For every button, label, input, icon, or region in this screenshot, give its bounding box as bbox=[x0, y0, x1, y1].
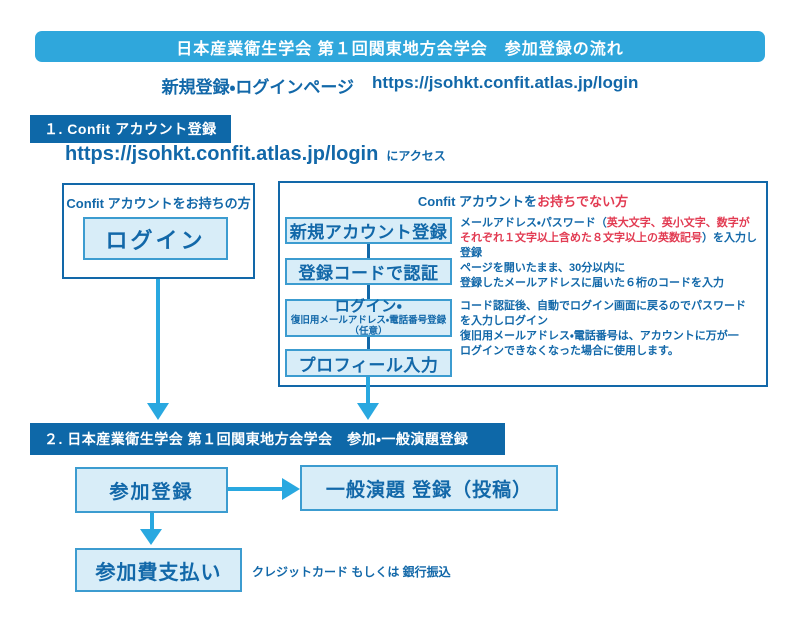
abstract-submission-label: 一般演題 登録（投稿） bbox=[325, 479, 533, 501]
step-code-verify-label: 登録コードで認証 bbox=[298, 264, 439, 283]
note-password-post: ）を入力し登録 bbox=[460, 232, 757, 259]
login-node-label: ログイン bbox=[105, 227, 206, 253]
abstract-submission-node: 一般演題 登録（投稿） bbox=[300, 465, 558, 511]
step-login-recovery-node: ログイン・ 復旧用メールアドレス・電話番号登録（任意） bbox=[285, 299, 452, 337]
step-login-label: ログイン・ bbox=[334, 298, 403, 315]
left-down-arrow-stem bbox=[156, 279, 160, 403]
payment-label: 参加費支払い bbox=[95, 561, 222, 584]
step-new-account-label: 新規アカウント登録 bbox=[289, 223, 448, 242]
step-connector bbox=[367, 244, 370, 258]
no-account-title: Confit アカウントをお持ちでない方 bbox=[280, 191, 766, 210]
page-title: 日本産業衛生学会 第１回関東地方会学会 参加登録の流れ bbox=[176, 40, 624, 58]
step-profile-label: プロフィール入力 bbox=[298, 355, 439, 375]
no-account-title-highlight: お持ちでない方 bbox=[537, 194, 629, 209]
login-node: ログイン bbox=[83, 217, 228, 260]
step-recovery-sublabel: 復旧用メールアドレス・電話番号登録（任意） bbox=[290, 315, 447, 337]
note-password-pre: メールアドレス・パスワード（ bbox=[460, 217, 607, 229]
section1-header-label: １. Confit アカウント登録 bbox=[44, 121, 217, 137]
note-password-red: 英大文字、英小文字、数字が それぞれ１文字以上含めた８文字以上の英数記号 bbox=[460, 217, 750, 244]
section2-header-label: ２. 日本産業衛生学会 第１回関東地方会学会 参加・一般演題登録 bbox=[44, 431, 469, 447]
have-account-title: Confit アカウントをお持ちの方 bbox=[66, 196, 251, 211]
step-new-account-node: 新規アカウント登録 bbox=[285, 217, 452, 244]
subtitle-label: 新規登録・ログインページ bbox=[161, 78, 355, 97]
note-password-rule: メールアドレス・パスワード（英大文字、英小文字、数字が それぞれ１文字以上含めた… bbox=[460, 216, 760, 261]
no-account-title-prefix: Confit アカウントを bbox=[417, 194, 538, 209]
section2-header: ２. 日本産業衛生学会 第１回関東地方会学会 参加・一般演題登録 bbox=[30, 423, 505, 455]
right-arrow-stem bbox=[228, 487, 282, 491]
payment-node: 参加費支払い bbox=[75, 548, 242, 592]
note-code-entry: ページを開いたまま、30分以内に 登録したメールアドレスに届いた６桁のコードを入… bbox=[460, 262, 724, 289]
subtitle-line: 新規登録・ログインページ https://jsohkt.confit.atlas… bbox=[0, 73, 800, 98]
participation-registration-node: 参加登録 bbox=[75, 467, 228, 513]
access-url-suffix: にアクセス bbox=[386, 149, 446, 163]
step-profile-node: プロフィール入力 bbox=[285, 349, 452, 377]
access-url-line: https://jsohkt.confit.atlas.jp/login にアク… bbox=[65, 143, 446, 166]
step-connector bbox=[367, 285, 370, 299]
step-code-verify-node: 登録コードで認証 bbox=[285, 258, 452, 285]
step-connector bbox=[367, 337, 370, 349]
participation-registration-label: 参加登録 bbox=[109, 481, 194, 503]
page-title-banner: 日本産業衛生学会 第１回関東地方会学会 参加登録の流れ bbox=[35, 31, 765, 62]
payment-arrow-stem bbox=[150, 513, 154, 529]
access-url: https://jsohkt.confit.atlas.jp/login bbox=[65, 143, 379, 165]
section1-header: １. Confit アカウント登録 bbox=[30, 115, 231, 143]
payment-method-note: クレジットカード もしくは 銀行振込 bbox=[252, 565, 451, 579]
right-arrow-icon bbox=[282, 478, 300, 500]
left-down-arrow-icon bbox=[147, 403, 169, 420]
right-down-arrow-stem bbox=[366, 377, 370, 403]
right-down-arrow-icon bbox=[357, 403, 379, 420]
note-login-recovery: コード認証後、自動でログイン画面に戻るのでパスワード を入力しログイン 復旧用メ… bbox=[460, 300, 746, 357]
payment-down-arrow-icon bbox=[140, 529, 162, 545]
subtitle-url: https://jsohkt.confit.atlas.jp/login bbox=[372, 73, 639, 92]
